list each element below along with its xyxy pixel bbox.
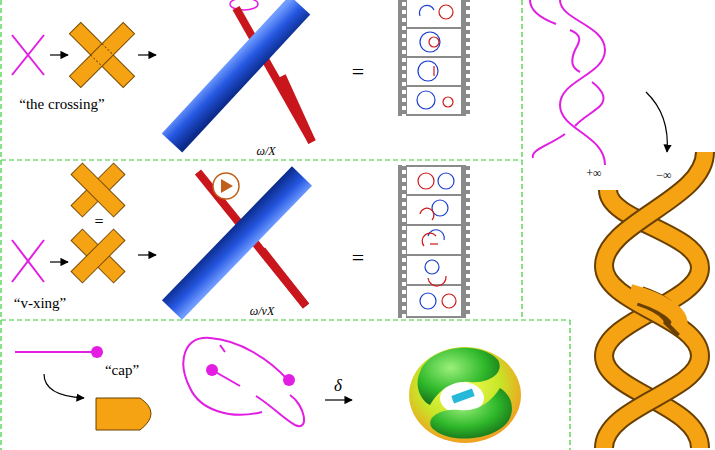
label: “v-xing” — [14, 295, 66, 312]
band-crossing — [69, 22, 134, 87]
film-strip — [398, 0, 470, 116]
magenta-crossing — [12, 240, 44, 282]
film-strip — [398, 165, 470, 318]
capped-knot — [183, 338, 304, 426]
label: −∞ — [656, 169, 671, 182]
label: = — [352, 246, 364, 270]
label: “the crossing” — [19, 96, 104, 113]
label: ω/vX — [250, 305, 274, 318]
panel-divider — [1, 0, 570, 450]
band-crossing — [71, 229, 125, 283]
cylinder-rod — [172, 0, 312, 143]
label: “cap” — [105, 362, 139, 379]
magenta-crossing — [12, 35, 44, 75]
label: = — [352, 60, 364, 84]
magenta-braid — [530, 0, 605, 165]
label: +∞ — [586, 167, 601, 180]
band-braid — [604, 152, 705, 448]
label: ω/X — [256, 145, 275, 158]
cap-dot — [206, 364, 295, 386]
label: = — [94, 213, 103, 231]
torus-surface — [409, 347, 521, 443]
label: δ — [334, 377, 342, 396]
cylinder-rod — [172, 172, 306, 310]
arrow — [325, 400, 352, 401]
cap-strand — [15, 346, 151, 430]
arrow — [646, 92, 667, 152]
band-crossing — [71, 163, 125, 217]
